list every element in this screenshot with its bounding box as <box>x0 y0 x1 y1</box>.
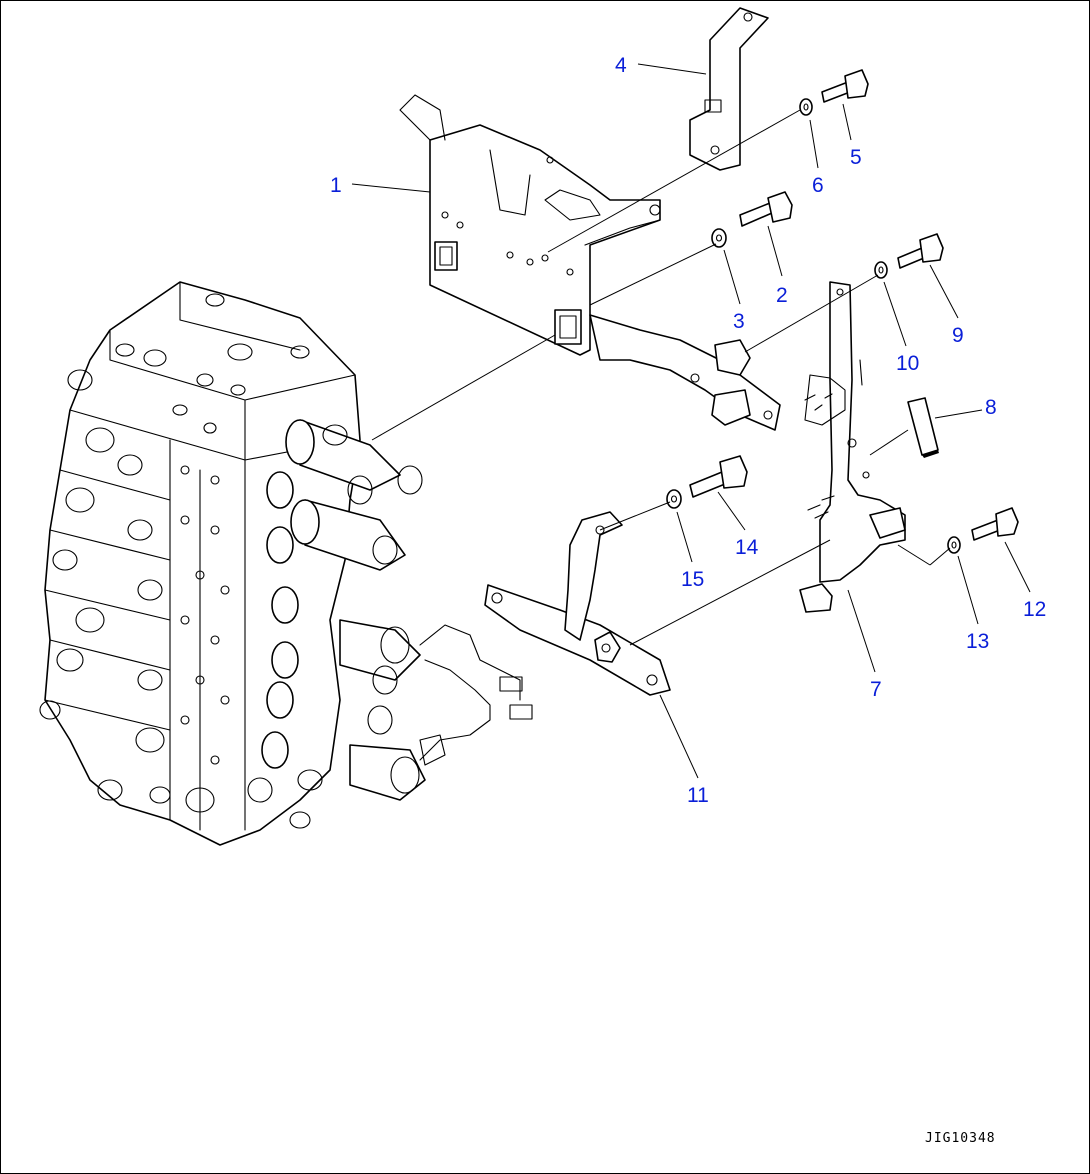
part-1-bracket <box>399 94 781 431</box>
callout-12: 12 <box>1023 598 1046 621</box>
callout-15: 15 <box>681 568 704 591</box>
part-11-bracket <box>484 511 671 696</box>
callout-7: 7 <box>870 678 882 701</box>
part-14-bolt <box>689 455 748 498</box>
callout-1: 1 <box>330 174 342 197</box>
control-valve-block <box>39 281 533 846</box>
callout-6: 6 <box>812 174 824 197</box>
callout-3: 3 <box>733 310 745 333</box>
callout-13: 13 <box>966 630 989 653</box>
solenoid-cylinders <box>247 419 426 829</box>
callout-labels: 1 2 3 4 5 6 7 8 9 10 11 12 13 14 15 <box>330 54 1046 807</box>
callout-2: 2 <box>776 284 788 307</box>
callout-9: 9 <box>952 324 964 347</box>
valve-side-caps <box>39 369 215 813</box>
part-13-washer <box>947 536 961 554</box>
part-7-bracket <box>799 281 906 613</box>
callout-14: 14 <box>735 536 759 559</box>
callout-8: 8 <box>985 396 997 419</box>
leader-lines <box>351 63 1031 779</box>
valve-port-holes <box>180 465 230 765</box>
callout-11: 11 <box>687 784 709 807</box>
part-8-plate <box>907 397 939 458</box>
part-12-bolt <box>971 507 1019 541</box>
callout-4: 4 <box>615 54 627 77</box>
part-6-washer <box>799 98 813 116</box>
drawing-code: JIG10348 <box>925 1131 996 1146</box>
part-4-bracket <box>689 7 769 171</box>
part-15-washer <box>666 489 682 509</box>
assembly-lines <box>371 109 951 646</box>
part-3-washer <box>711 228 727 248</box>
part-2-bolt <box>739 191 793 227</box>
part-9-bolt <box>897 233 944 269</box>
callout-5: 5 <box>850 146 862 169</box>
part-10-washer <box>874 261 888 279</box>
callout-10: 10 <box>896 352 919 375</box>
part-5-bolt <box>821 69 869 103</box>
